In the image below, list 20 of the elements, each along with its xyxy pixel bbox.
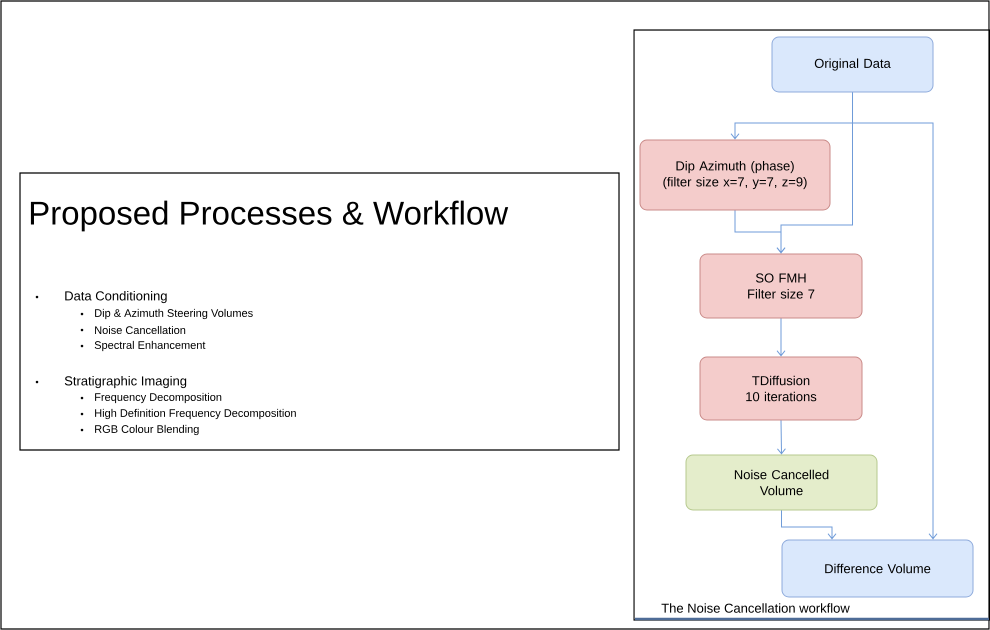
bullet-text: Spectral Enhancement	[94, 340, 206, 352]
arrow	[776, 420, 786, 455]
process-box: Noise Cancelled Volume	[686, 454, 878, 510]
process-box: Difference Volume	[782, 540, 974, 598]
bullet-text: Data Conditioning	[65, 290, 167, 304]
arrow	[734, 210, 786, 254]
bullet-text: Frequency Decomposition	[95, 392, 222, 404]
process-box: SO FMH Filter size 7	[700, 254, 862, 318]
process-box: Dip Azimuth (phase) (filter size x=7, y=7, z=9)	[640, 140, 830, 210]
bullet-text: Noise Cancellation	[95, 326, 186, 334]
caption-text: The Noise Cancellation workflow	[662, 603, 850, 613]
process-box: Original Data	[772, 36, 934, 92]
arrow	[781, 510, 836, 540]
slide-title: Proposed Processes & Workflow	[30, 200, 508, 232]
bullet-text: RGB Colour Blending	[95, 424, 199, 436]
arrow	[776, 318, 786, 356]
bullet-text: Stratigraphic Imaging	[64, 376, 186, 388]
process-box: TDiffusion 10 iterations	[700, 356, 862, 420]
bullet-text: High Definition Frequency Decomposition	[95, 408, 296, 420]
bullet-text: Dip & Azimuth Steering Volumes	[95, 308, 253, 320]
